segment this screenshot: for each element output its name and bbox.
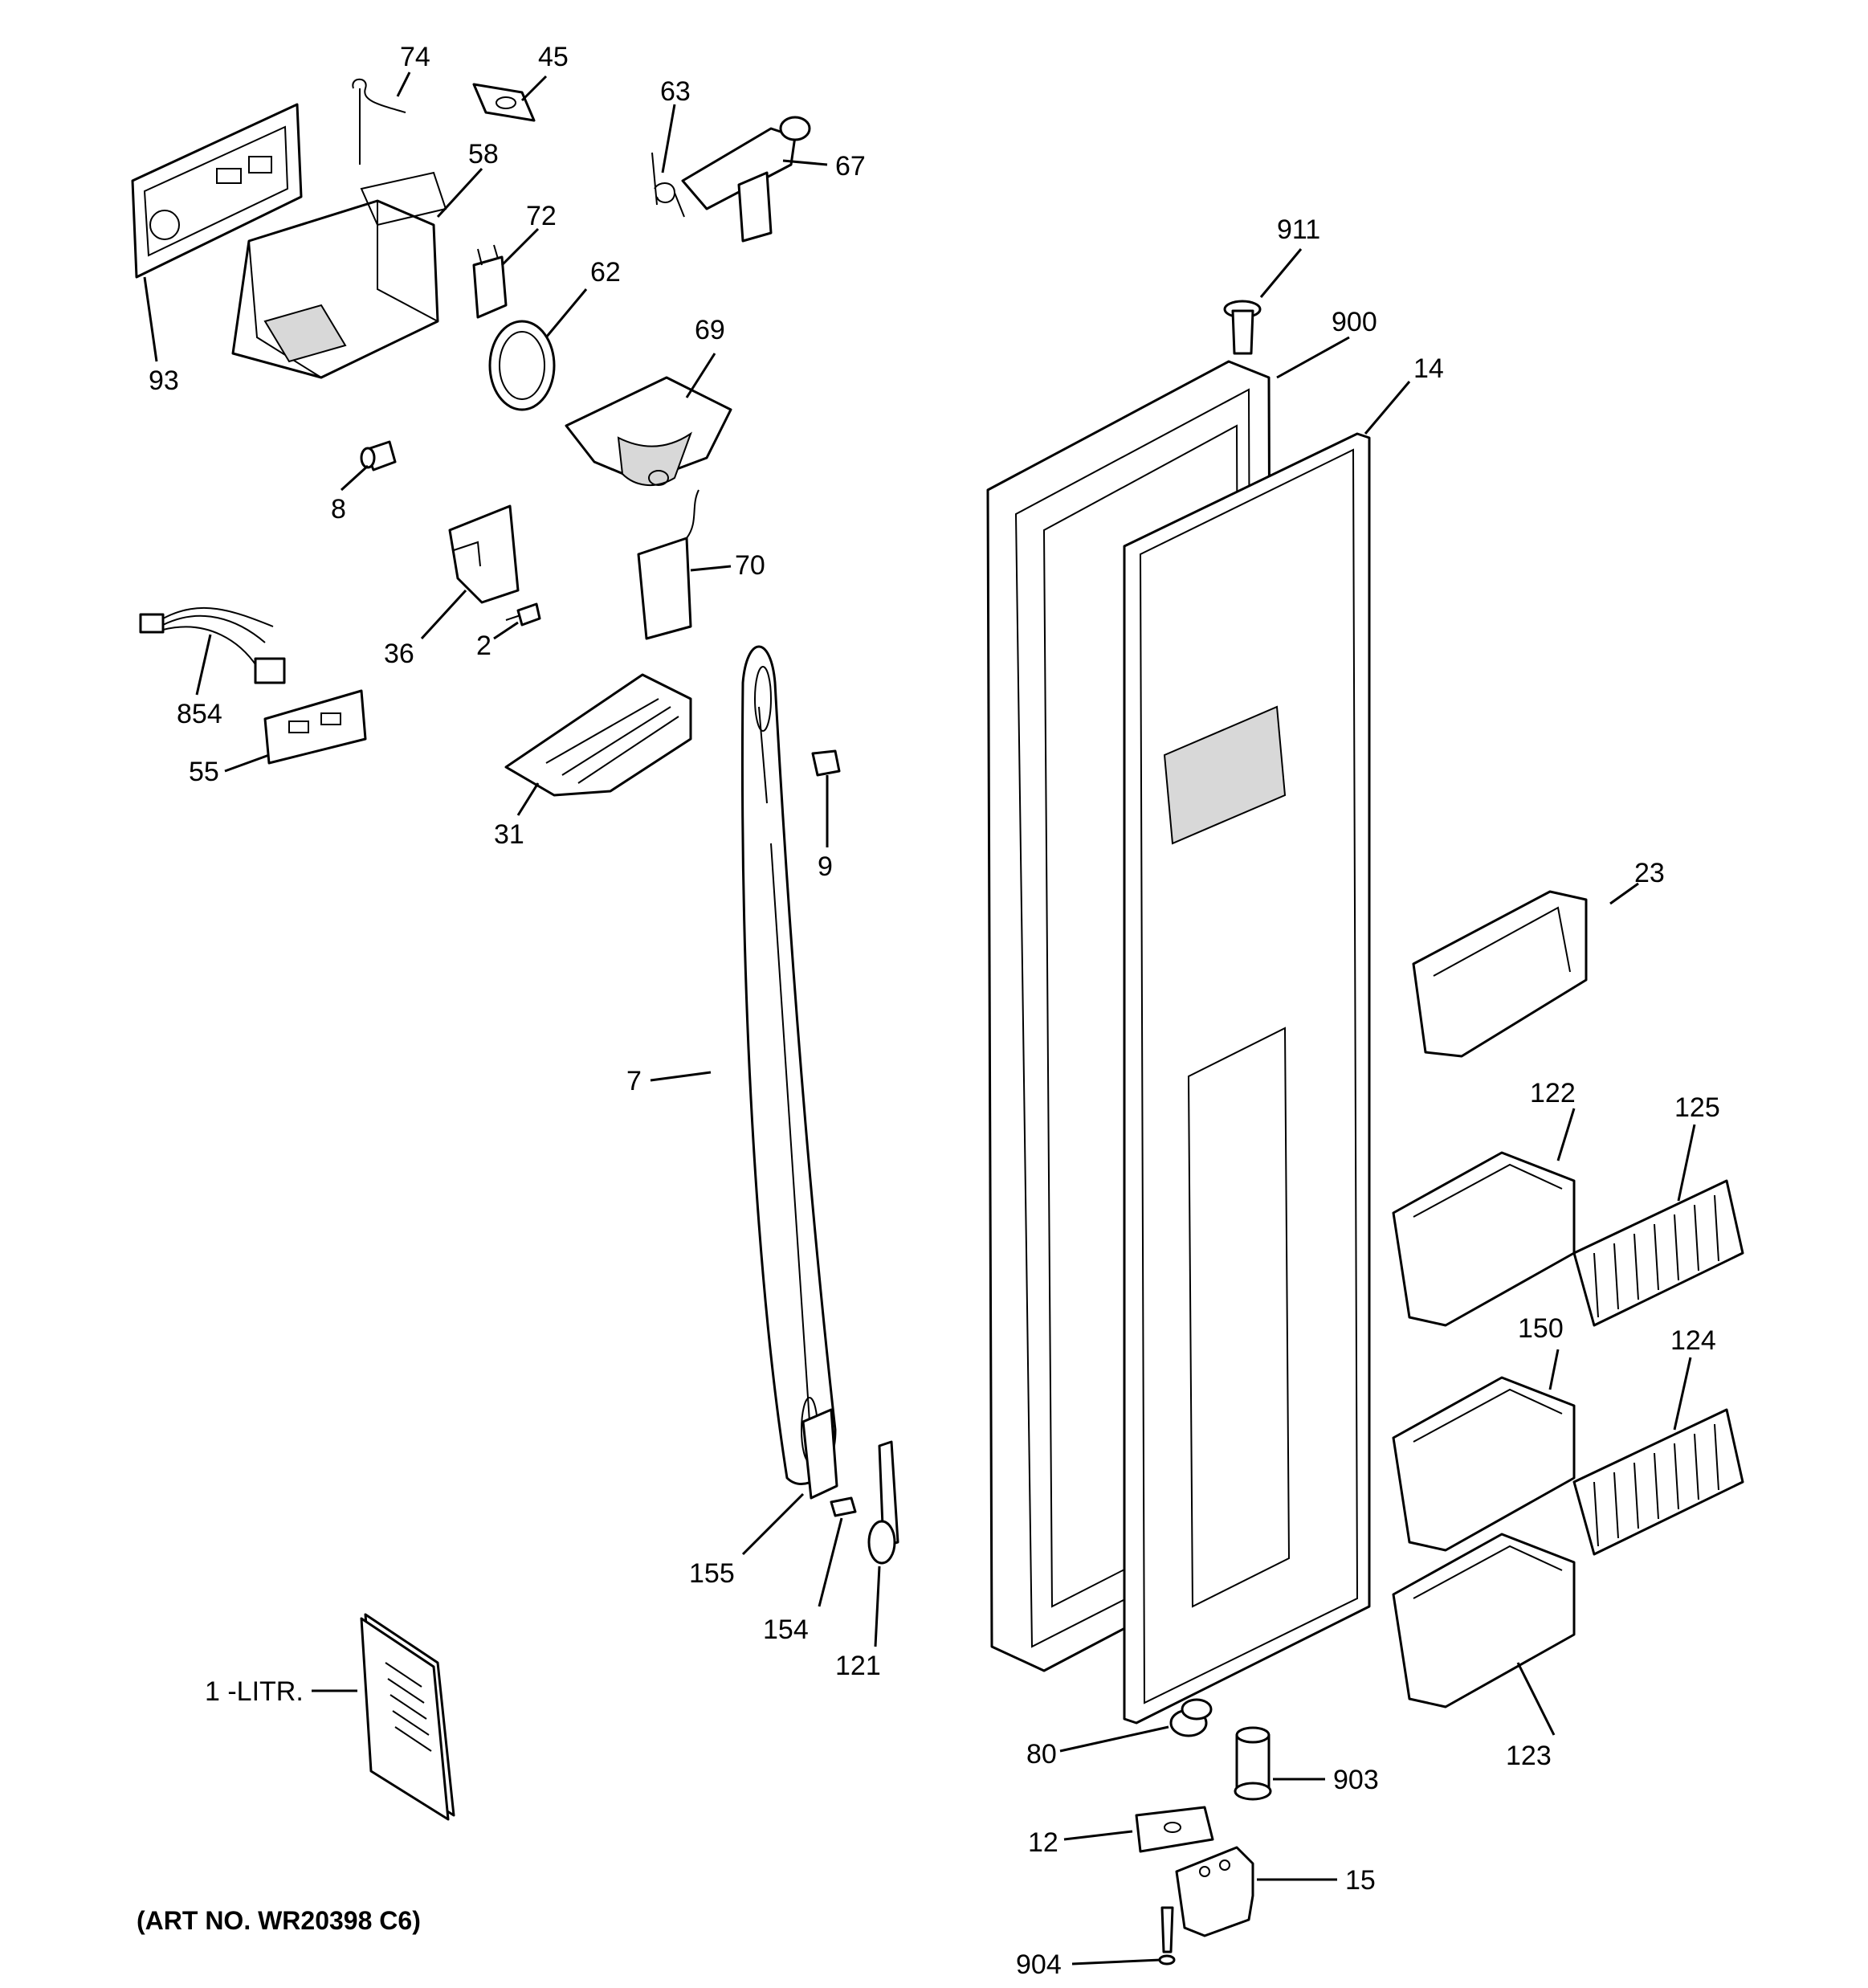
part-23-bin (1412, 890, 1588, 1058)
callout-2: 2 (476, 631, 491, 661)
callout-labels: 74 45 63 67 58 72 62 93 69 8 70 36 2 854… (149, 42, 1720, 1980)
part-14-gasket (1123, 432, 1371, 1725)
callout-15: 15 (1345, 1865, 1376, 1896)
part-70-cover (637, 489, 699, 640)
part-69-chute (565, 376, 732, 487)
callout-14: 14 (1413, 353, 1444, 384)
callout-45: 45 (538, 42, 569, 72)
callout-150: 150 (1518, 1313, 1564, 1344)
part-31-drip-tray (504, 673, 692, 797)
part-122-bin (1392, 1151, 1576, 1327)
callout-1-litr: 1 -LITR. (205, 1676, 304, 1707)
part-9-screw (811, 749, 841, 777)
part-123-bin (1392, 1533, 1576, 1708)
callout-63: 63 (660, 76, 691, 107)
callout-67: 67 (835, 151, 866, 182)
callout-904: 904 (1016, 1949, 1062, 1980)
part-93-control-board (131, 103, 303, 279)
callout-80: 80 (1026, 1739, 1057, 1770)
part-7-handle (740, 645, 837, 1485)
callout-911: 911 (1277, 214, 1320, 245)
callout-125: 125 (1674, 1092, 1720, 1123)
callout-70: 70 (735, 550, 765, 581)
part-150-bin (1392, 1376, 1576, 1552)
callout-124: 124 (1670, 1325, 1716, 1356)
part-1-literature (360, 1613, 455, 1821)
callout-154: 154 (763, 1614, 809, 1645)
callout-900: 900 (1332, 307, 1377, 337)
part-80-plug (1169, 1698, 1213, 1737)
part-36-bracket (448, 504, 520, 604)
callout-23: 23 (1634, 858, 1665, 888)
callout-69: 69 (695, 315, 725, 345)
leader-lines (143, 71, 1696, 1966)
callout-55: 55 (189, 757, 219, 787)
part-62-ring (488, 320, 556, 411)
callout-123: 123 (1506, 1741, 1552, 1771)
callout-903: 903 (1333, 1765, 1379, 1795)
part-58-dispenser-housing (231, 171, 447, 379)
part-125-wire-basket (1572, 1179, 1744, 1327)
part-904-screw (1158, 1906, 1176, 1966)
part-55-board (263, 689, 367, 765)
callout-9: 9 (818, 851, 833, 882)
part-12-shim (1135, 1806, 1214, 1853)
callout-74: 74 (400, 42, 430, 72)
callout-7: 7 (626, 1066, 642, 1096)
callout-31: 31 (494, 819, 524, 850)
part-67-actuator (681, 116, 811, 243)
part-155-handle-mount (801, 1408, 838, 1500)
callout-8: 8 (331, 494, 346, 525)
part-854-wire-harness (139, 606, 286, 684)
part-124-wire-basket (1572, 1408, 1744, 1556)
part-15-hinge (1175, 1846, 1254, 1937)
part-154-screw (830, 1496, 857, 1517)
part-903-bushing (1234, 1726, 1272, 1801)
callout-155: 155 (689, 1558, 735, 1589)
callout-122: 122 (1530, 1078, 1576, 1108)
part-2-screw (505, 602, 541, 627)
art-number: (ART NO. WR20398 C6) (137, 1906, 421, 1935)
callout-121: 121 (835, 1651, 881, 1681)
part-8-plug (360, 440, 397, 471)
callout-72: 72 (526, 201, 557, 231)
part-72-switch (472, 244, 508, 319)
part-121-tool (867, 1440, 899, 1565)
callout-93: 93 (149, 365, 179, 396)
callout-36: 36 (384, 639, 414, 669)
callout-58: 58 (468, 139, 499, 169)
callout-854: 854 (177, 699, 222, 729)
part-74-spring (352, 78, 406, 165)
part-45-bracket (472, 83, 536, 122)
part-911-bushing (1223, 300, 1262, 355)
callout-12: 12 (1028, 1827, 1058, 1858)
part-63-spring (651, 152, 685, 218)
callout-62: 62 (590, 257, 621, 288)
